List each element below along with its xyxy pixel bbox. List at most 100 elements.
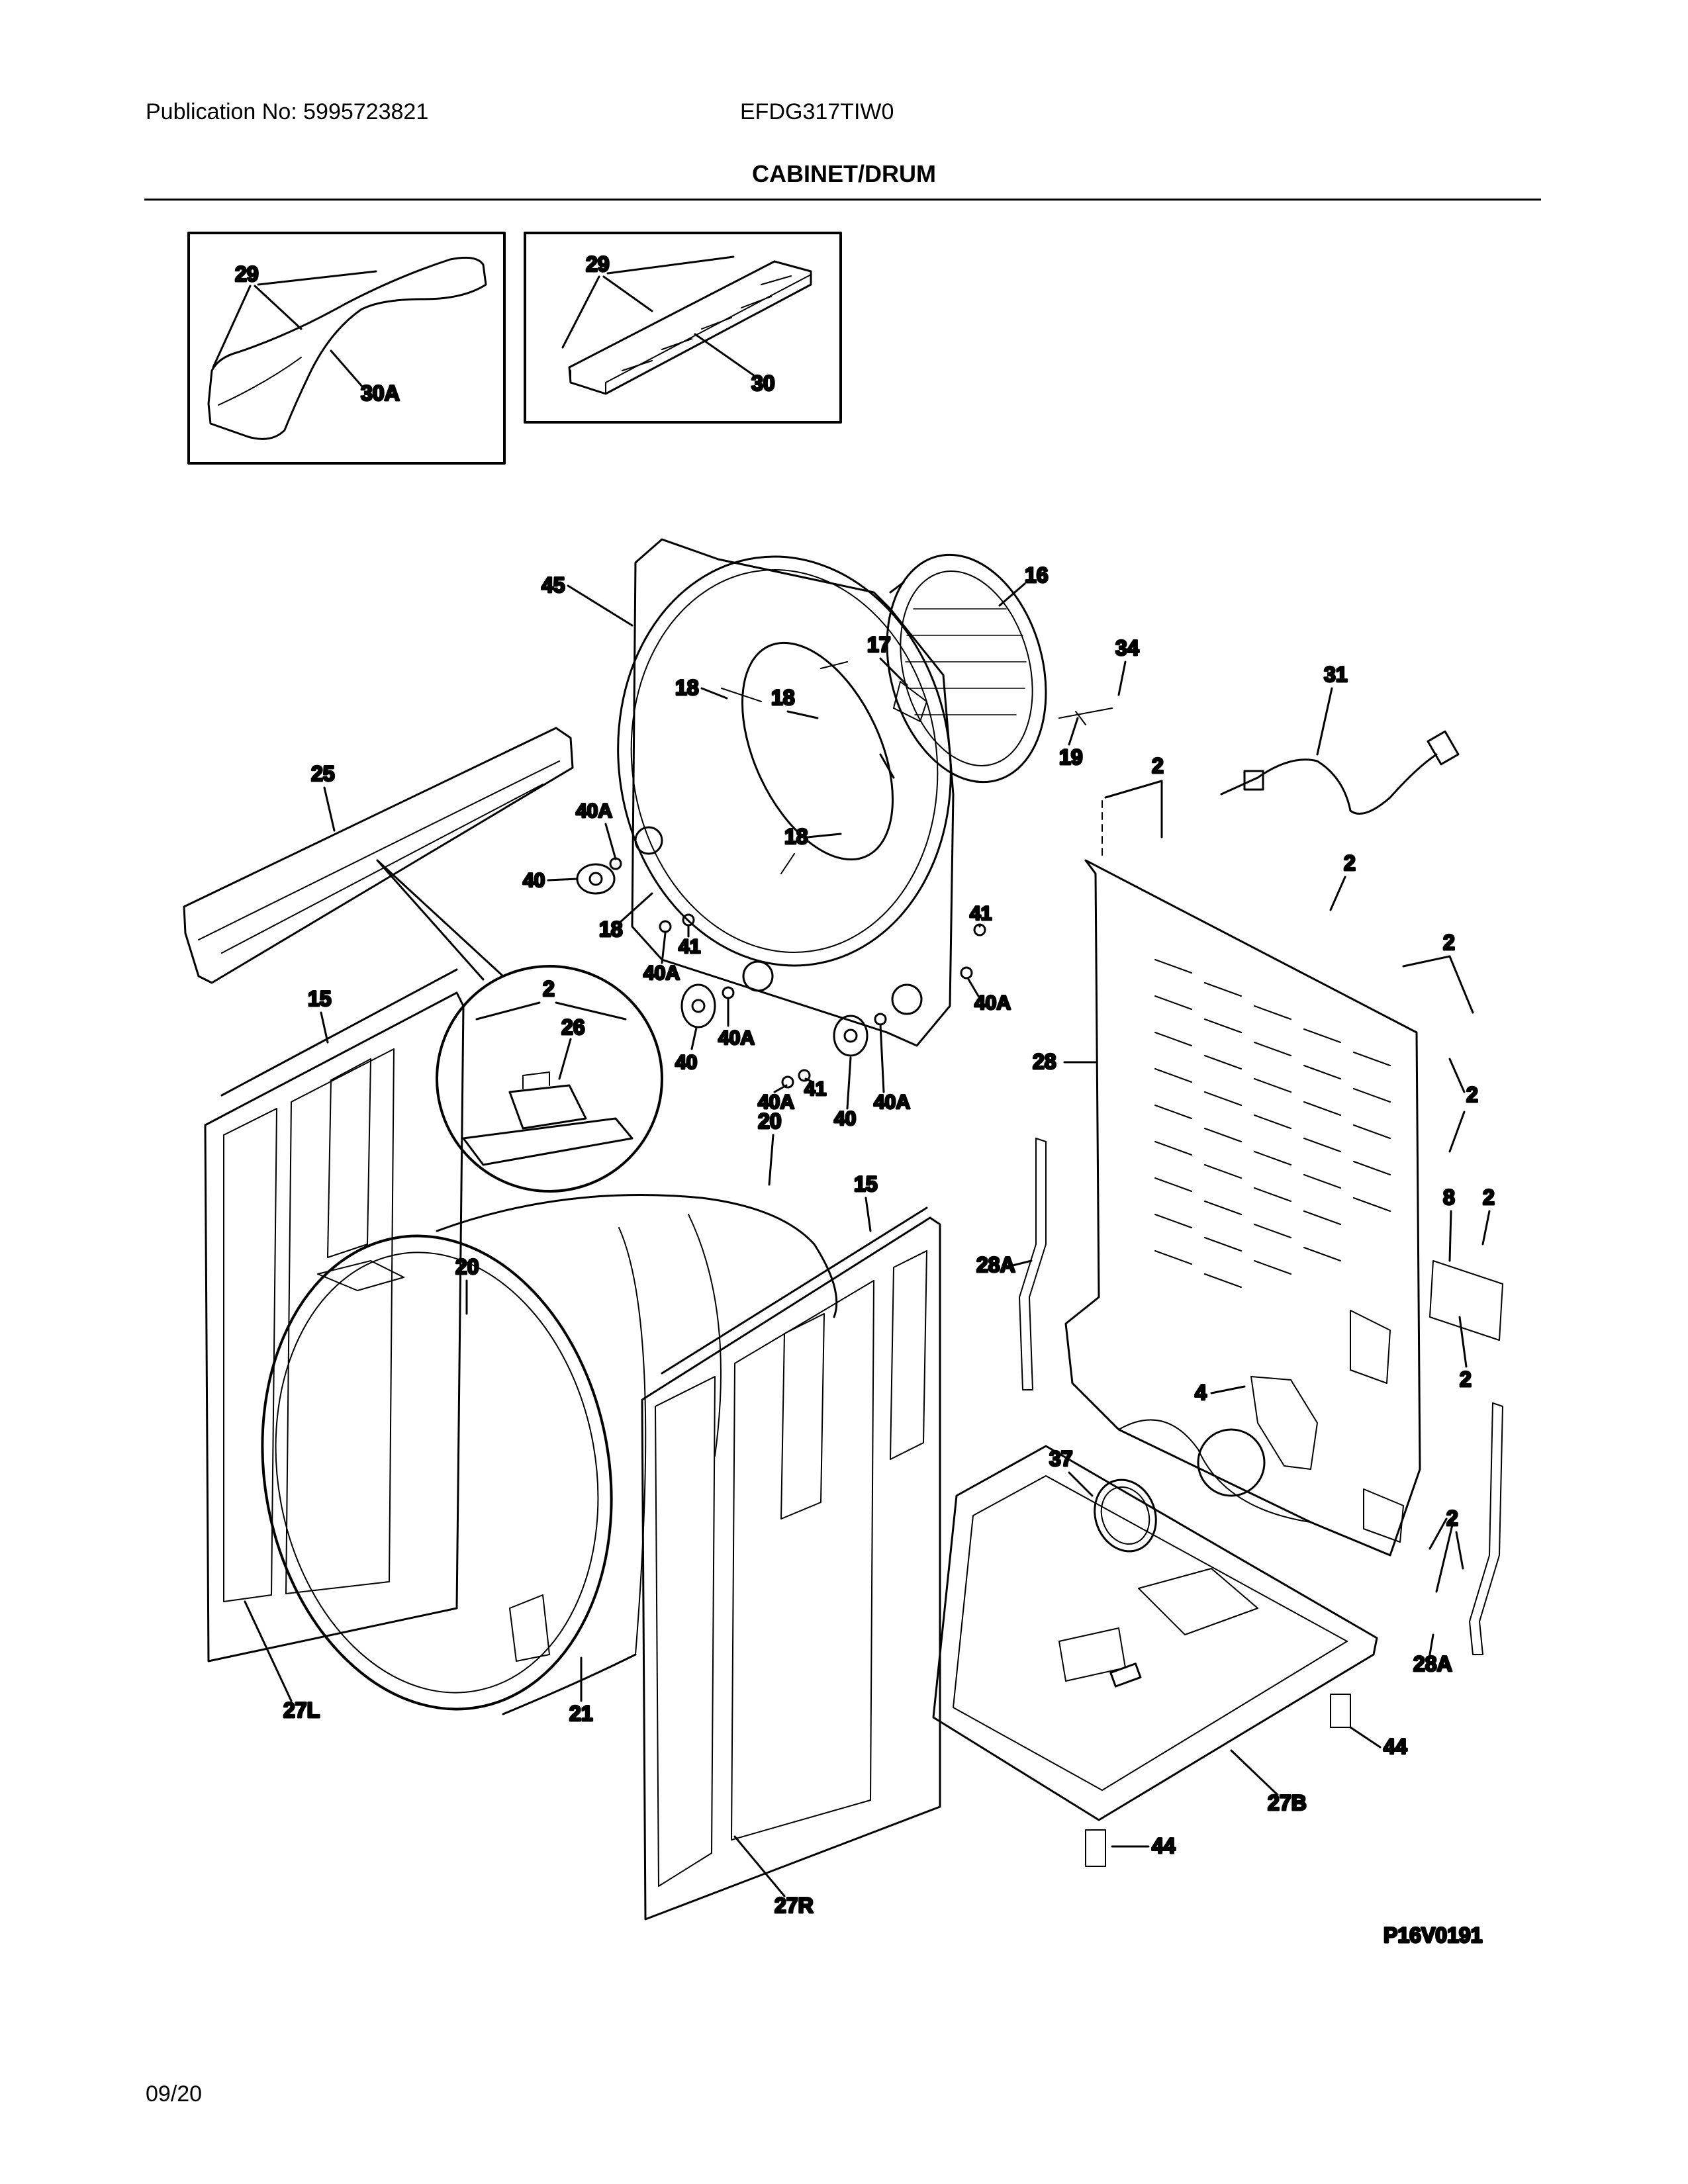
callout-18-upper: 18 18 18 18	[598, 675, 842, 942]
control-board-inset	[376, 859, 663, 1193]
rear-panel	[1064, 859, 1421, 1557]
drum-rollers	[576, 857, 986, 1089]
callout-30: 30	[694, 333, 776, 396]
callout-31: 31	[1220, 662, 1460, 815]
callout-30A: 30A	[330, 349, 400, 406]
svg-text:27B: 27B	[1268, 1791, 1307, 1815]
callout-25: 25	[310, 761, 336, 832]
callout-34: 34	[1115, 635, 1140, 696]
callout-45: 45	[541, 572, 633, 627]
callout-4: 4	[1194, 1376, 1318, 1470]
svg-text:40A: 40A	[974, 992, 1011, 1014]
svg-text:2: 2	[1443, 931, 1455, 954]
callout-2-rear-right: 2	[1402, 930, 1474, 1014]
callout-29-inset1: 29	[212, 261, 377, 369]
svg-text:8: 8	[1443, 1185, 1455, 1209]
svg-text:2: 2	[1152, 754, 1164, 778]
svg-text:30: 30	[751, 371, 775, 395]
section-title: CABINET/DRUM	[752, 160, 936, 187]
svg-text:40: 40	[675, 1052, 697, 1073]
model-number: EFDG317TIW0	[740, 99, 894, 124]
callout-19: 19	[1058, 707, 1113, 770]
svg-text:25: 25	[311, 762, 335, 786]
svg-text:18: 18	[784, 825, 808, 848]
svg-text:37: 37	[1049, 1447, 1073, 1471]
diagram-reference: P16V0191	[1383, 1923, 1482, 1947]
svg-text:40A: 40A	[643, 962, 680, 984]
svg-text:18: 18	[771, 686, 795, 709]
callout-15-left: 15	[307, 986, 332, 1044]
svg-text:34: 34	[1115, 636, 1139, 660]
callout-2-rear-top: 2	[1329, 850, 1356, 911]
svg-text:20: 20	[758, 1109, 782, 1133]
svg-text:16: 16	[1025, 563, 1049, 587]
publication-number: Publication No: 5995723821	[146, 99, 429, 124]
callout-15-right: 15	[853, 1171, 878, 1232]
svg-text:26: 26	[561, 1015, 585, 1039]
base-pan	[932, 1445, 1378, 1821]
top-rail	[183, 727, 574, 984]
svg-text:40: 40	[834, 1108, 856, 1130]
callout-17: 17	[867, 632, 927, 722]
callout-20-front: 20	[455, 1254, 480, 1315]
callout-2-bottom-right: 2	[1429, 1506, 1464, 1593]
callout-26: 26	[558, 1015, 586, 1080]
svg-text:2: 2	[1344, 851, 1356, 875]
svg-text:27R: 27R	[774, 1893, 814, 1917]
svg-text:19: 19	[1059, 745, 1083, 769]
inset-box-30	[524, 232, 842, 424]
drum	[261, 1194, 838, 1715]
svg-text:17: 17	[867, 633, 891, 657]
callout-2-rear-lower: 2	[1458, 1316, 1472, 1392]
roller-callouts: 40A 40 40A 41 41 40A 40A 40 40A 41 40A 4…	[522, 799, 1012, 1131]
callout-29-inset2: 29	[561, 251, 735, 349]
svg-text:18: 18	[675, 676, 699, 700]
callout-37: 37	[1049, 1446, 1157, 1553]
callout-28: 28	[1032, 1049, 1097, 1075]
callout-44-right: 44	[1330, 1694, 1408, 1760]
right-side-panel	[641, 1206, 941, 1921]
svg-text:28A: 28A	[976, 1253, 1015, 1277]
svg-text:29: 29	[235, 262, 259, 286]
callout-27R: 27R	[733, 1835, 814, 1919]
callout-28A-right: 28A	[1413, 1402, 1503, 1677]
svg-text:20: 20	[455, 1255, 479, 1279]
svg-text:2: 2	[1483, 1185, 1495, 1209]
svg-text:15: 15	[308, 987, 332, 1011]
svg-text:29: 29	[586, 252, 610, 276]
callout-2-inset: 2	[475, 976, 627, 1021]
svg-text:27L: 27L	[283, 1698, 320, 1722]
svg-text:45: 45	[541, 573, 565, 597]
svg-text:40: 40	[523, 870, 545, 891]
svg-text:40A: 40A	[874, 1091, 910, 1113]
left-side-panel	[204, 968, 465, 1662]
svg-text:2: 2	[1460, 1367, 1472, 1391]
svg-text:44: 44	[1383, 1735, 1407, 1758]
svg-text:4: 4	[1195, 1381, 1207, 1404]
svg-text:2: 2	[543, 977, 555, 1001]
inset-box-30A	[187, 232, 506, 465]
callout-2-rear-mid: 2	[1448, 1058, 1479, 1153]
svg-text:44: 44	[1152, 1834, 1176, 1858]
svg-text:2: 2	[1466, 1083, 1478, 1107]
callout-20-rim: 20	[757, 1109, 782, 1186]
svg-text:40A: 40A	[576, 800, 612, 822]
callout-16: 16	[998, 563, 1049, 607]
callout-2-rear-side: 2	[1481, 1185, 1495, 1246]
svg-text:40A: 40A	[758, 1091, 794, 1113]
svg-text:18: 18	[599, 917, 623, 941]
svg-text:41: 41	[970, 903, 992, 925]
header-rule	[144, 199, 1541, 201]
svg-text:28A: 28A	[1413, 1652, 1452, 1676]
callout-27L: 27L	[244, 1600, 321, 1723]
svg-text:30A: 30A	[361, 381, 400, 405]
callout-27B: 27B	[1230, 1749, 1307, 1816]
callout-28A-left: 28A	[976, 1138, 1047, 1390]
svg-text:40A: 40A	[718, 1027, 755, 1049]
svg-text:41: 41	[679, 936, 700, 958]
svg-text:21: 21	[569, 1702, 593, 1725]
callout-44-left: 44	[1085, 1829, 1176, 1867]
callout-21: 21	[569, 1657, 594, 1727]
callout-2-top: 2	[1102, 753, 1164, 861]
svg-text:31: 31	[1324, 662, 1348, 686]
